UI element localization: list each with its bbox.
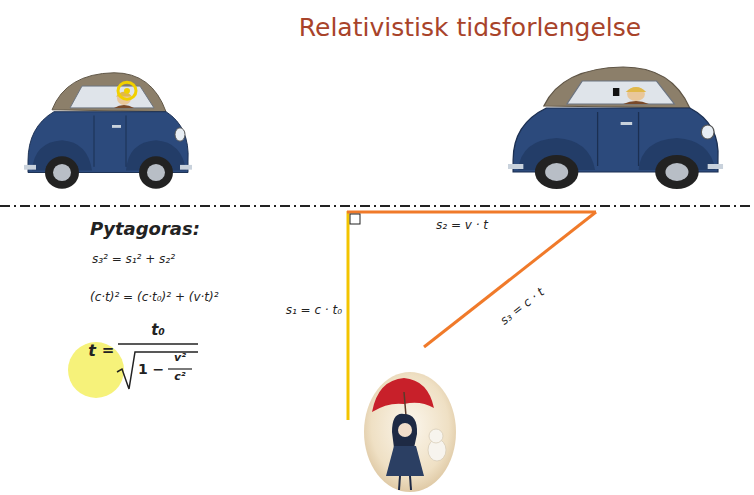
- square-root-sign: [117, 352, 198, 389]
- formula-part: t₀: [151, 322, 165, 339]
- clock-dot: [124, 88, 130, 94]
- formula-part: v²: [174, 352, 186, 365]
- formula-part: c²: [174, 371, 185, 384]
- driver-body: [114, 105, 134, 108]
- car: [24, 73, 192, 189]
- formula-part: =: [102, 342, 115, 359]
- fraction-bar: [168, 368, 192, 369]
- formula-part: t: [88, 342, 96, 360]
- cat-head: [429, 429, 443, 443]
- highlight-circle: [68, 342, 124, 398]
- right-car: [508, 67, 723, 189]
- car: [508, 67, 723, 189]
- light-path-diagonal: [424, 212, 596, 347]
- side-label: s₁ = c · t₀: [286, 304, 342, 318]
- girl-face: [398, 423, 412, 437]
- left-car: [24, 73, 192, 189]
- fraction-bar: [118, 343, 198, 345]
- driver-hair: [626, 87, 646, 92]
- driver-body: [623, 101, 649, 104]
- light-path-vertical: [347, 211, 350, 420]
- girl-hair: [392, 414, 417, 448]
- clock-symbol: [613, 88, 619, 96]
- car-path-horizontal: [347, 211, 596, 214]
- dash-dot-line: [0, 205, 754, 207]
- side-label: s₂ = v · t: [436, 219, 488, 233]
- equation: (c·t)² = (c·t₀)² + (v·t)²: [90, 291, 219, 305]
- umbrella: [372, 378, 434, 412]
- clock-highlight: [118, 82, 136, 99]
- equation: s₃² = s₁² + s₂²: [92, 253, 175, 267]
- side-label: s₃ = c · t: [498, 286, 547, 329]
- right-angle-mark: [350, 214, 360, 224]
- heading: Pytagoras:: [90, 219, 200, 240]
- formula-part: 1 −: [138, 361, 164, 377]
- picture-oval: [364, 372, 456, 492]
- observer-picture: [364, 372, 456, 492]
- girl-leg: [399, 476, 400, 490]
- girl-leg: [410, 476, 411, 490]
- girl-dress: [386, 446, 424, 476]
- title: Relativistisk tidsforlengelse: [299, 14, 641, 43]
